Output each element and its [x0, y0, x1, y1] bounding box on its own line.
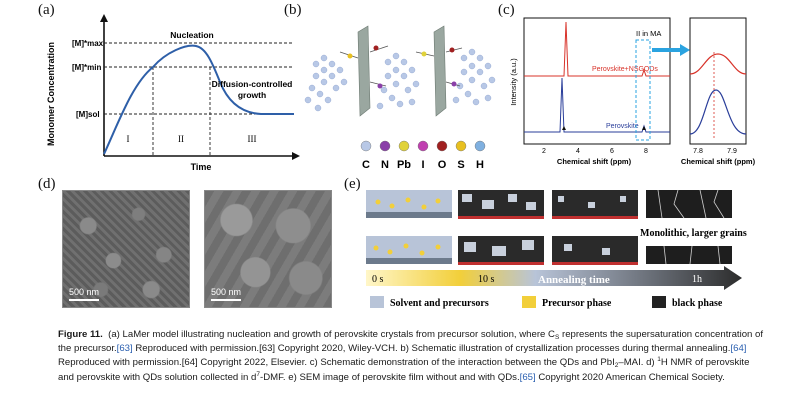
- quantum-dot-cluster-right: [452, 48, 496, 106]
- caption-part: H NMR of perovskite and perovskite with …: [58, 357, 750, 383]
- m-max-label: [M]*max: [72, 39, 104, 48]
- reference-link-65[interactable]: [65]: [519, 371, 536, 383]
- m-sol-label: [M]sol: [76, 110, 100, 119]
- zoom-peak-red: [689, 53, 747, 75]
- panel-a-label: (a): [38, 2, 55, 18]
- scale-label-right: 500 nm: [211, 287, 242, 297]
- time-0s: 0 s: [372, 274, 384, 285]
- diffusion-label: Diffusion-controlled: [212, 79, 293, 89]
- caption-part: -DMF. e) SEM image of perovskite film wi…: [260, 371, 520, 383]
- c-y-axis-label: Intensity (a.u.): [509, 58, 518, 106]
- caption-part: –MAI. d): [618, 357, 658, 369]
- heteroatom-markers: [347, 45, 457, 89]
- legend-dot-n: [379, 140, 391, 152]
- nucleation-label: Nucleation: [170, 30, 213, 40]
- spectrum-perovskite-nsgqds: [524, 21, 670, 77]
- quantum-dot-cluster-center: [376, 52, 420, 110]
- series-top-label: Perovskite+NSGQDs: [592, 66, 658, 73]
- legend-label-o: O: [438, 159, 447, 171]
- c-x-axis-left: Chemical shift (ppm): [557, 157, 632, 166]
- reference-link-64[interactable]: [64]: [730, 343, 747, 355]
- stage-1-label: I: [127, 134, 130, 144]
- zoom-arrow-icon: [652, 44, 690, 56]
- legend-solvent: Solvent and precursors: [390, 298, 489, 309]
- time-1h: 1h: [692, 274, 702, 285]
- legend-black: black phase: [672, 298, 723, 309]
- legend-dot-i: [417, 140, 429, 152]
- quantum-dot-cluster-left: [304, 54, 348, 112]
- a-y-axis-label: Monomer Concentration: [46, 42, 56, 146]
- reference-link-63[interactable]: [63]: [116, 343, 133, 355]
- caption-sup: 1: [657, 356, 661, 364]
- film-row-without-qds: [366, 189, 732, 219]
- panel-e-label: (e): [344, 176, 361, 192]
- stage-2-label: II: [178, 134, 184, 144]
- a-x-axis-label: Time: [191, 162, 212, 172]
- growth-label: growth: [238, 90, 266, 100]
- c-x-axis-right: Chemical shift (ppm): [681, 157, 756, 166]
- film-row-with-qds: [366, 236, 732, 265]
- sem-image-with-qds: 500 nm: [204, 190, 332, 308]
- caption-sub: S: [554, 334, 560, 341]
- lamer-model-diagram: Monomer Concentration [M]*max [M]*min [M…: [46, 14, 300, 172]
- legend-dot-c: [360, 140, 372, 152]
- legend-swatch-black: [652, 296, 666, 308]
- m-min-label: [M]*min: [72, 63, 101, 72]
- legend-label-i: I: [421, 159, 424, 171]
- caption-sup: 7: [256, 370, 260, 378]
- tick-6: 6: [610, 148, 614, 155]
- legend-dot-pb: [398, 140, 410, 152]
- perovskite-slab-right: [433, 25, 447, 117]
- highlight-box: [635, 39, 651, 141]
- spectrum-perovskite: [524, 77, 670, 133]
- tick-2: 2: [542, 148, 546, 155]
- annealing-time-arrow: [366, 266, 742, 290]
- caption-part: Reproduced with permission.[63] Copyrigh…: [132, 343, 731, 355]
- tick-8: 8: [644, 148, 648, 155]
- sem-image-without-qds: 500 nm: [62, 190, 190, 308]
- legend-precursor: Precursor phase: [542, 298, 612, 309]
- stage-3-label: III: [248, 134, 257, 144]
- tick-4: 4: [576, 148, 580, 155]
- scale-bar-right: [211, 299, 241, 301]
- series-bottom-label: Perovskite: [606, 123, 639, 130]
- figure-number: Figure 11.: [58, 329, 103, 340]
- scale-label-left: 500 nm: [69, 287, 100, 297]
- ii-in-ma-label: II in MA: [636, 29, 661, 38]
- caption-part: Reproduced with permission.[64] Copyrigh…: [58, 357, 615, 369]
- legend-label-h: H: [476, 159, 484, 171]
- annealing-schematic: Monolithic, larger grains 0 s 10 s Annea…: [366, 189, 747, 309]
- legend-label-n: N: [381, 159, 389, 171]
- legend-label-pb: Pb: [397, 159, 411, 171]
- legend-dot-o: [436, 140, 448, 152]
- panel-d-label: (d): [38, 176, 56, 192]
- perovskite-slab-left: [357, 25, 371, 117]
- legend-label-s: S: [457, 159, 464, 171]
- tick-7-9: 7.9: [727, 148, 737, 155]
- legend-swatch-precursor: [522, 296, 536, 308]
- caption-part: Copyright 2020 American Chemical Society…: [535, 371, 725, 383]
- scale-bar-left: [69, 299, 99, 301]
- legend-swatch-solvent: [370, 296, 384, 308]
- figure-caption: Figure 11. (a) LaMer model illustrating …: [58, 328, 764, 385]
- caption-part: (a) LaMer model illustrating nucleation …: [108, 329, 555, 340]
- annealing-time-label: Annealing time: [538, 274, 610, 286]
- legend-dot-s: [455, 140, 467, 152]
- caption-sub: 2: [614, 362, 619, 370]
- caption-part: represents the supersaturation concentra…: [58, 329, 764, 355]
- legend-dot-h: [474, 140, 486, 152]
- panel-c-label: (c): [498, 2, 515, 18]
- nmr-spectra: Intensity (a.u.) Perovskite+NSGQDs Perov…: [509, 17, 756, 166]
- monolithic-label: Monolithic, larger grains: [640, 228, 747, 239]
- panel-b-label: (b): [284, 2, 302, 18]
- tick-7-8: 7.8: [693, 148, 703, 155]
- legend-label-c: C: [362, 159, 370, 171]
- time-10s: 10 s: [478, 274, 495, 285]
- zoom-peak-blue: [689, 89, 747, 135]
